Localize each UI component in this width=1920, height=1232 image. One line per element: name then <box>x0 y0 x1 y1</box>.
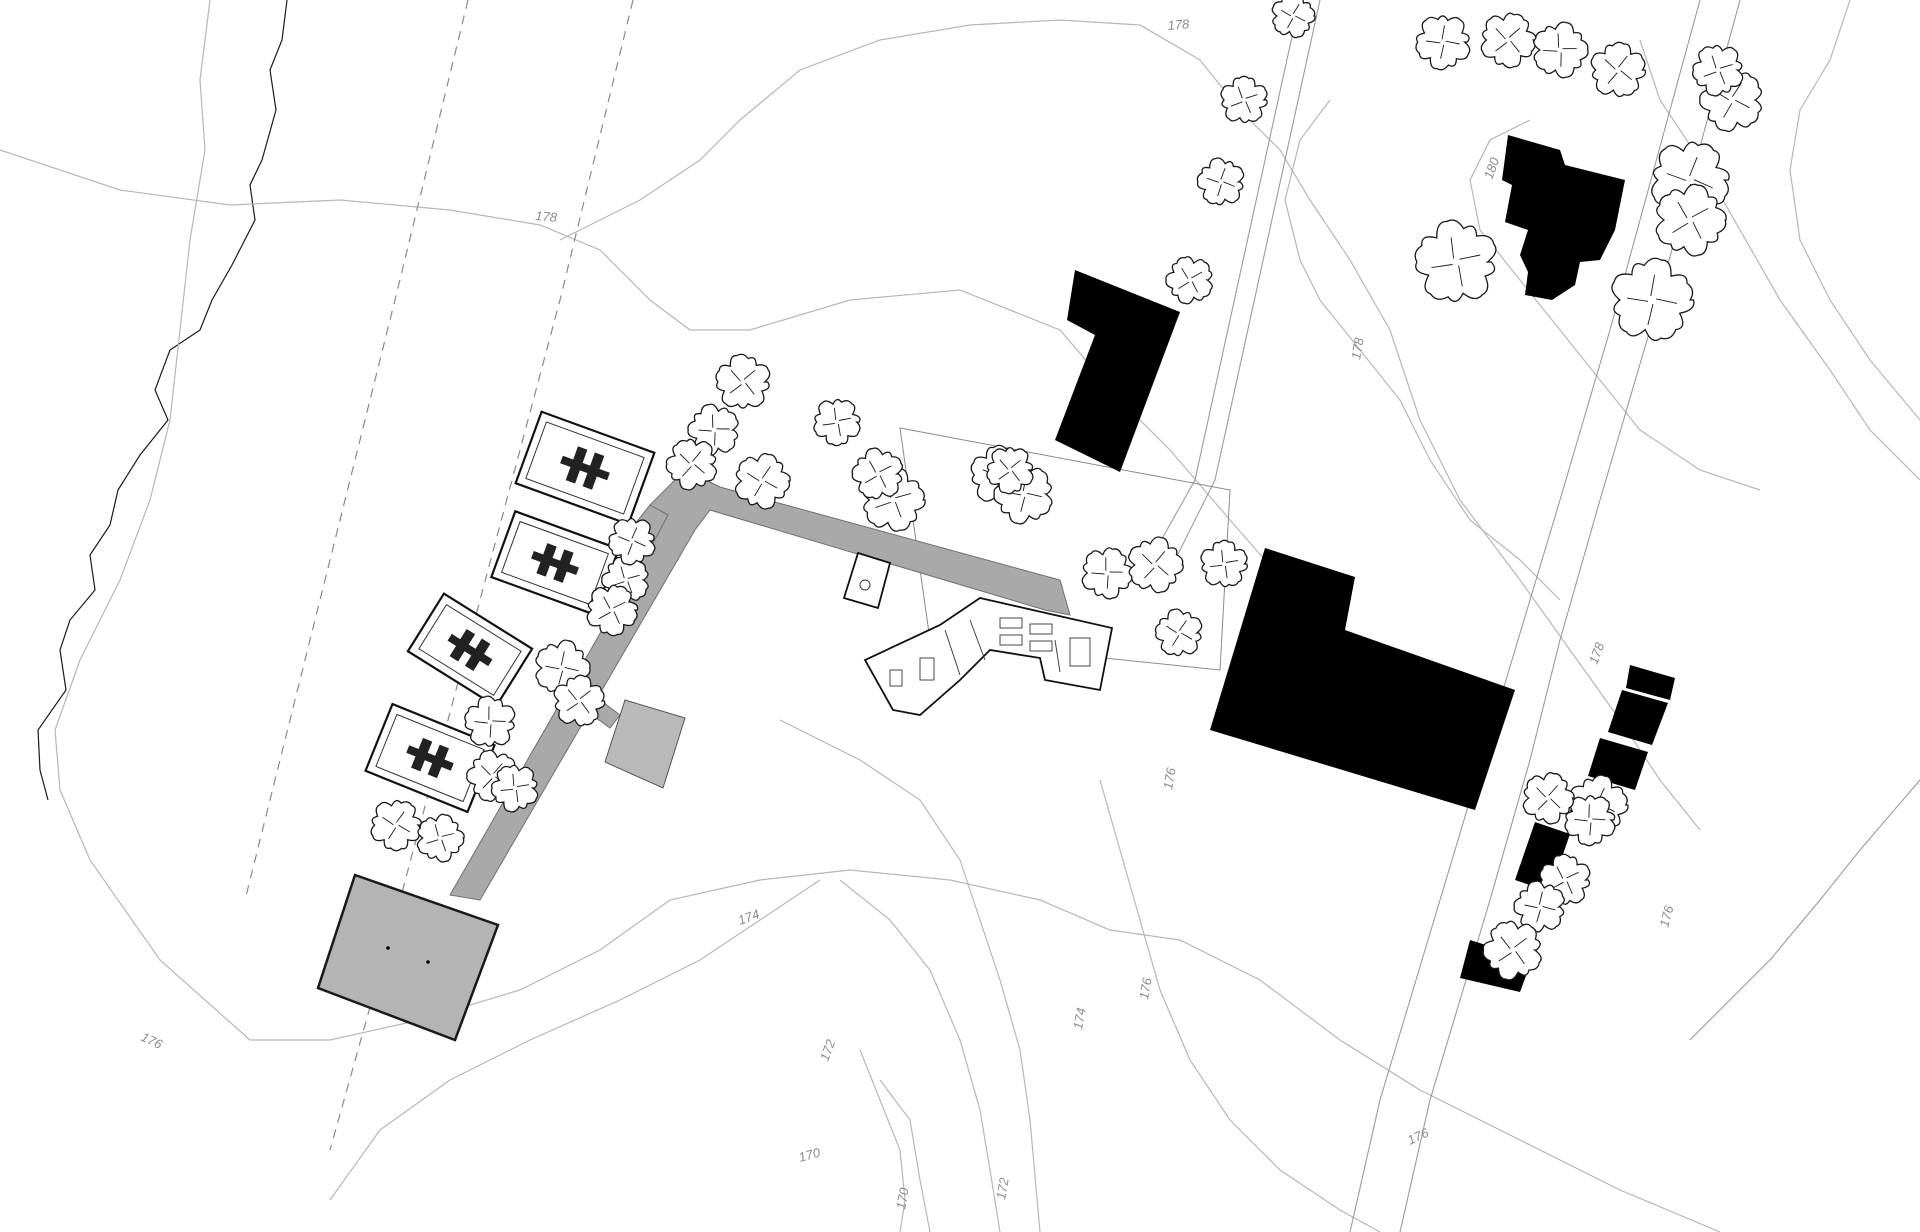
contour-label: 178 <box>1348 336 1367 361</box>
tree-canopy-icon <box>1220 75 1268 124</box>
tree-canopy-icon <box>1128 536 1184 594</box>
tree-canopy-icon <box>665 438 718 491</box>
contour-label: 174 <box>736 906 762 928</box>
tree-canopy-icon <box>1513 880 1565 933</box>
building-large-east <box>1210 548 1515 810</box>
tree-canopy-icon <box>813 398 861 447</box>
main-hall <box>863 597 1114 716</box>
contour-label: 170 <box>893 1186 912 1211</box>
tree-canopy-icon <box>1081 547 1134 600</box>
shed-1 <box>1626 665 1675 700</box>
tree-canopy-icon <box>1564 795 1616 847</box>
tree-canopy-icon <box>1590 41 1647 98</box>
deck <box>604 699 686 789</box>
contour-label: 176 <box>139 1029 166 1052</box>
existing-buildings <box>1055 135 1675 992</box>
tree-canopy-icon <box>1692 44 1744 97</box>
tree-canopy-icon <box>1165 256 1213 305</box>
tree-canopy-icon <box>1196 157 1245 206</box>
tree-canopy-icon <box>1154 608 1203 657</box>
tree-canopy-icon <box>490 764 539 813</box>
tree-canopy-icon <box>1482 920 1542 981</box>
building-farmhouse <box>1502 135 1625 300</box>
contour-label: 176 <box>1160 766 1179 791</box>
tree-canopy-icon <box>553 674 606 727</box>
tree-canopy-icon <box>734 452 791 510</box>
cabins <box>364 410 656 814</box>
contour-label: 174 <box>1070 1007 1089 1031</box>
contour-label: 172 <box>993 1176 1012 1201</box>
contour-label: 176 <box>1656 903 1676 929</box>
tree-canopy-icon <box>464 695 516 747</box>
shoreline <box>37 0 288 801</box>
contour-label: 176 <box>1136 976 1155 1001</box>
shed-2 <box>1608 690 1668 745</box>
tree-canopy-icon <box>1415 15 1471 71</box>
contour-label: 178 <box>1586 640 1608 666</box>
pavilion <box>316 873 500 1042</box>
trees <box>370 0 1762 981</box>
contour-label: 170 <box>797 1145 823 1165</box>
contour-label: 178 <box>1167 16 1191 33</box>
shed-4 <box>1515 822 1570 892</box>
building-north <box>1055 270 1180 472</box>
contour-label: 176 <box>1405 1125 1432 1148</box>
contour-label: 178 <box>535 208 559 225</box>
tree-canopy-icon <box>1480 12 1537 69</box>
tree-canopy-icon <box>1533 21 1589 79</box>
tree-canopy-icon <box>1655 183 1727 257</box>
contour-label: 180 <box>1481 155 1503 181</box>
contour-label: 172 <box>817 1037 839 1063</box>
tree-canopy-icon <box>851 447 904 500</box>
tree-canopy-icon <box>986 447 1034 495</box>
tree-canopy-icon <box>586 584 639 637</box>
tree-canopy-icon <box>416 813 465 863</box>
cabin-3 <box>406 592 534 708</box>
tree-canopy-icon <box>1200 539 1248 588</box>
tree-canopy-icon <box>1611 257 1695 341</box>
tree-canopy-icon <box>1271 0 1316 39</box>
tree-canopy-icon <box>1522 772 1575 825</box>
tree-canopy-icon <box>715 353 771 409</box>
kiosk <box>842 551 892 610</box>
cabin-1 <box>514 410 656 526</box>
tree-canopy-icon <box>1414 219 1497 302</box>
cabin-2 <box>489 509 621 617</box>
tree-canopy-icon <box>370 799 422 852</box>
tree-canopy-icon <box>608 517 656 566</box>
